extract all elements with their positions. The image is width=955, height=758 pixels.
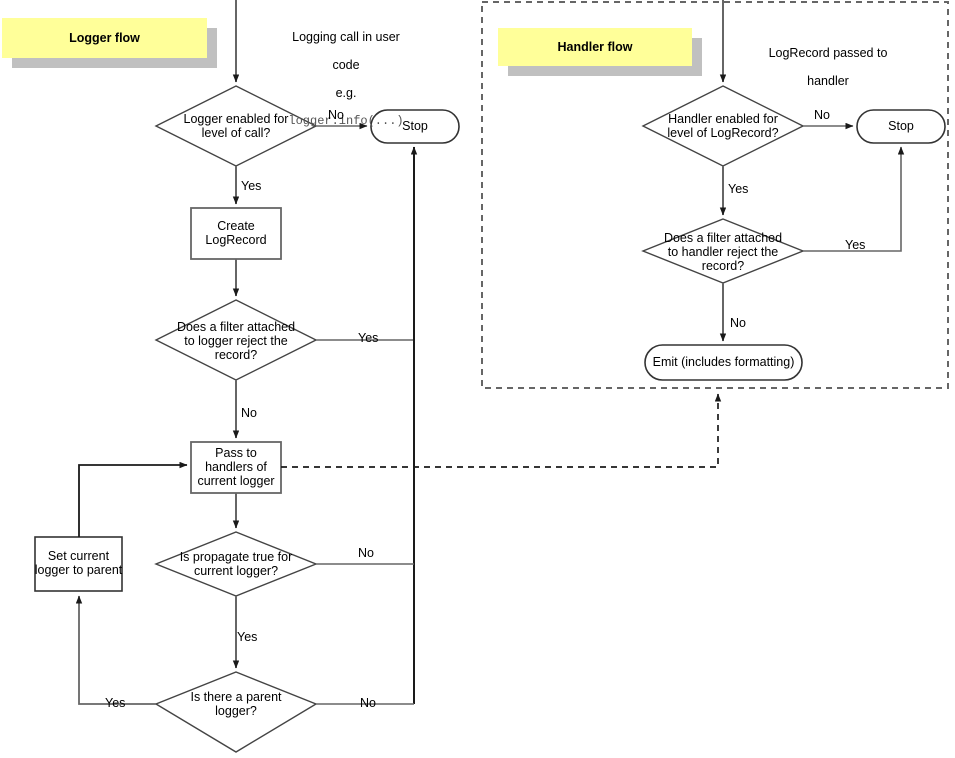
node-handler-filter-reject <box>641 218 805 284</box>
edge-label-handler-filter-no: No <box>730 316 746 330</box>
edge-label-handler-enabled-yes: Yes <box>728 182 749 196</box>
edge-label-propagate-no: No <box>358 546 374 560</box>
node-stop-handler <box>856 109 946 144</box>
edge-label-logger-enabled-yes: Yes <box>241 179 262 193</box>
node-pass-to-handlers <box>190 441 282 494</box>
edge-label-handler-filter-yes: Yes <box>845 238 866 252</box>
logger-flow-banner-label: Logger flow <box>69 31 140 45</box>
edge-handler-filter-yes <box>803 146 905 252</box>
node-is-there-parent <box>154 671 318 753</box>
handler-flow-container <box>481 1 949 389</box>
node-stop-logger <box>370 109 460 144</box>
edge-label-parent-yes: Yes <box>105 696 126 710</box>
node-logger-filter-reject <box>154 299 318 381</box>
edge-label-logger-enabled-no: No <box>328 108 344 122</box>
node-handler-enabled <box>641 85 805 167</box>
edge-label-logger-filter-no: No <box>241 406 257 420</box>
node-is-propagate-true <box>154 531 318 597</box>
handler-flow-banner: Handler flow <box>498 28 692 66</box>
edge-set-parent-to-pass <box>78 461 188 537</box>
edge-parent-yes <box>75 595 156 705</box>
node-create-logrecord <box>190 207 282 260</box>
edge-label-parent-no: No <box>360 696 376 710</box>
node-emit <box>644 344 803 381</box>
edge-label-handler-enabled-no: No <box>814 108 830 122</box>
handler-flow-banner-label: Handler flow <box>557 40 633 54</box>
node-set-current-logger-parent <box>34 536 123 592</box>
edge-label-propagate-yes: Yes <box>237 630 258 644</box>
node-logger-enabled <box>154 85 318 167</box>
edge-label-logger-filter-yes: Yes <box>358 331 379 345</box>
logger-flow-banner: Logger flow <box>2 18 207 58</box>
edge-pass-to-handler-flow-dashed <box>281 393 722 468</box>
